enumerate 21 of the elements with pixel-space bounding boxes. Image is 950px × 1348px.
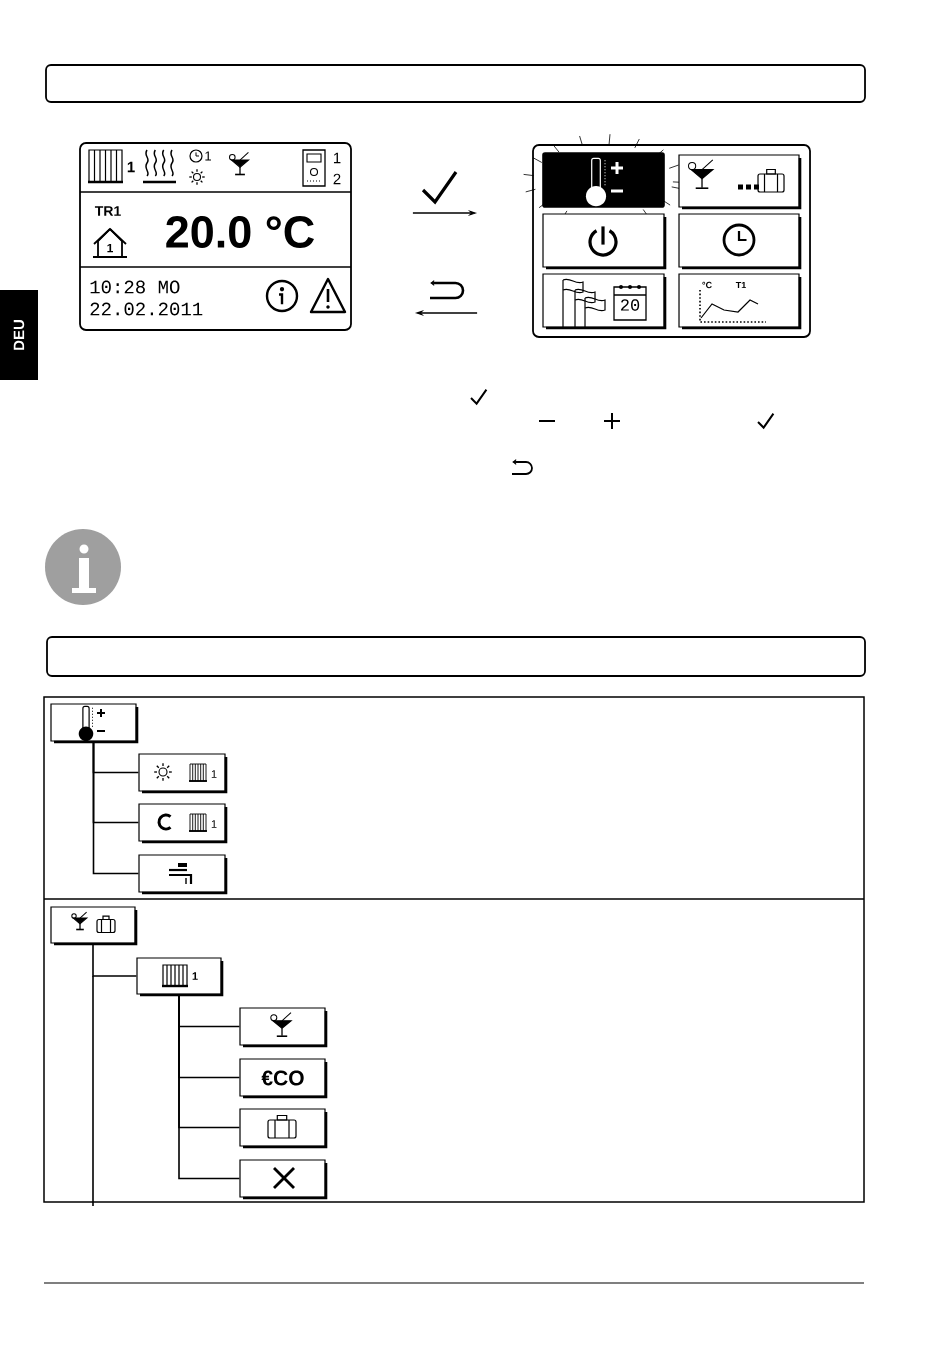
- calendar-number: 20: [621, 299, 640, 311]
- tree-line: [178, 993, 241, 1180]
- number-label: 1: [205, 151, 211, 161]
- number-label: 1: [211, 820, 217, 828]
- display-screen: [532, 144, 811, 338]
- number-label: 1: [192, 972, 198, 980]
- axis-label: °C: [702, 281, 712, 289]
- time-text: 10:28 MO: [90, 280, 180, 294]
- number-label: 1: [211, 770, 217, 778]
- temperature-reading: 20.0 °C: [166, 216, 314, 248]
- date-text: 22.02.2011: [90, 302, 203, 316]
- eco-label: €CO: [261, 1070, 304, 1086]
- tree-line: [92, 740, 140, 875]
- tree-line: [92, 942, 138, 977]
- zone-label: TR1: [94, 206, 121, 216]
- language-tab: DEU: [0, 290, 38, 380]
- number-label: 1: [334, 152, 341, 164]
- axis-label: T1: [735, 281, 746, 289]
- number-label: 2: [333, 173, 341, 185]
- number-label: 1: [107, 243, 113, 253]
- number-label: 1: [127, 161, 135, 173]
